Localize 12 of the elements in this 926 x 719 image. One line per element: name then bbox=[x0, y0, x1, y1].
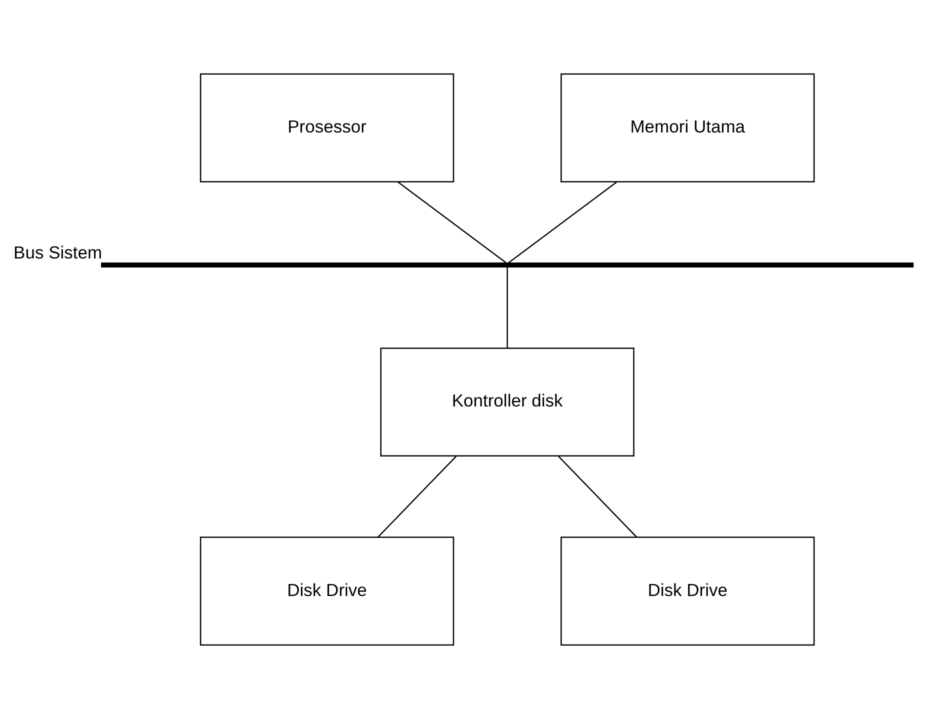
node-bar bbox=[100, 262, 914, 268]
node-box: Disk Drive bbox=[560, 536, 814, 646]
connector bbox=[558, 456, 637, 538]
connector bbox=[506, 267, 508, 348]
connector bbox=[508, 181, 617, 264]
node-box: Memori Utama bbox=[560, 73, 814, 182]
node-box: Prosessor bbox=[199, 73, 454, 182]
connector bbox=[377, 456, 456, 538]
node-label: Bus Sistem bbox=[13, 242, 102, 262]
node-box: Disk Drive bbox=[199, 536, 454, 646]
node-box: Kontroller disk bbox=[380, 348, 634, 457]
connector bbox=[396, 181, 506, 264]
